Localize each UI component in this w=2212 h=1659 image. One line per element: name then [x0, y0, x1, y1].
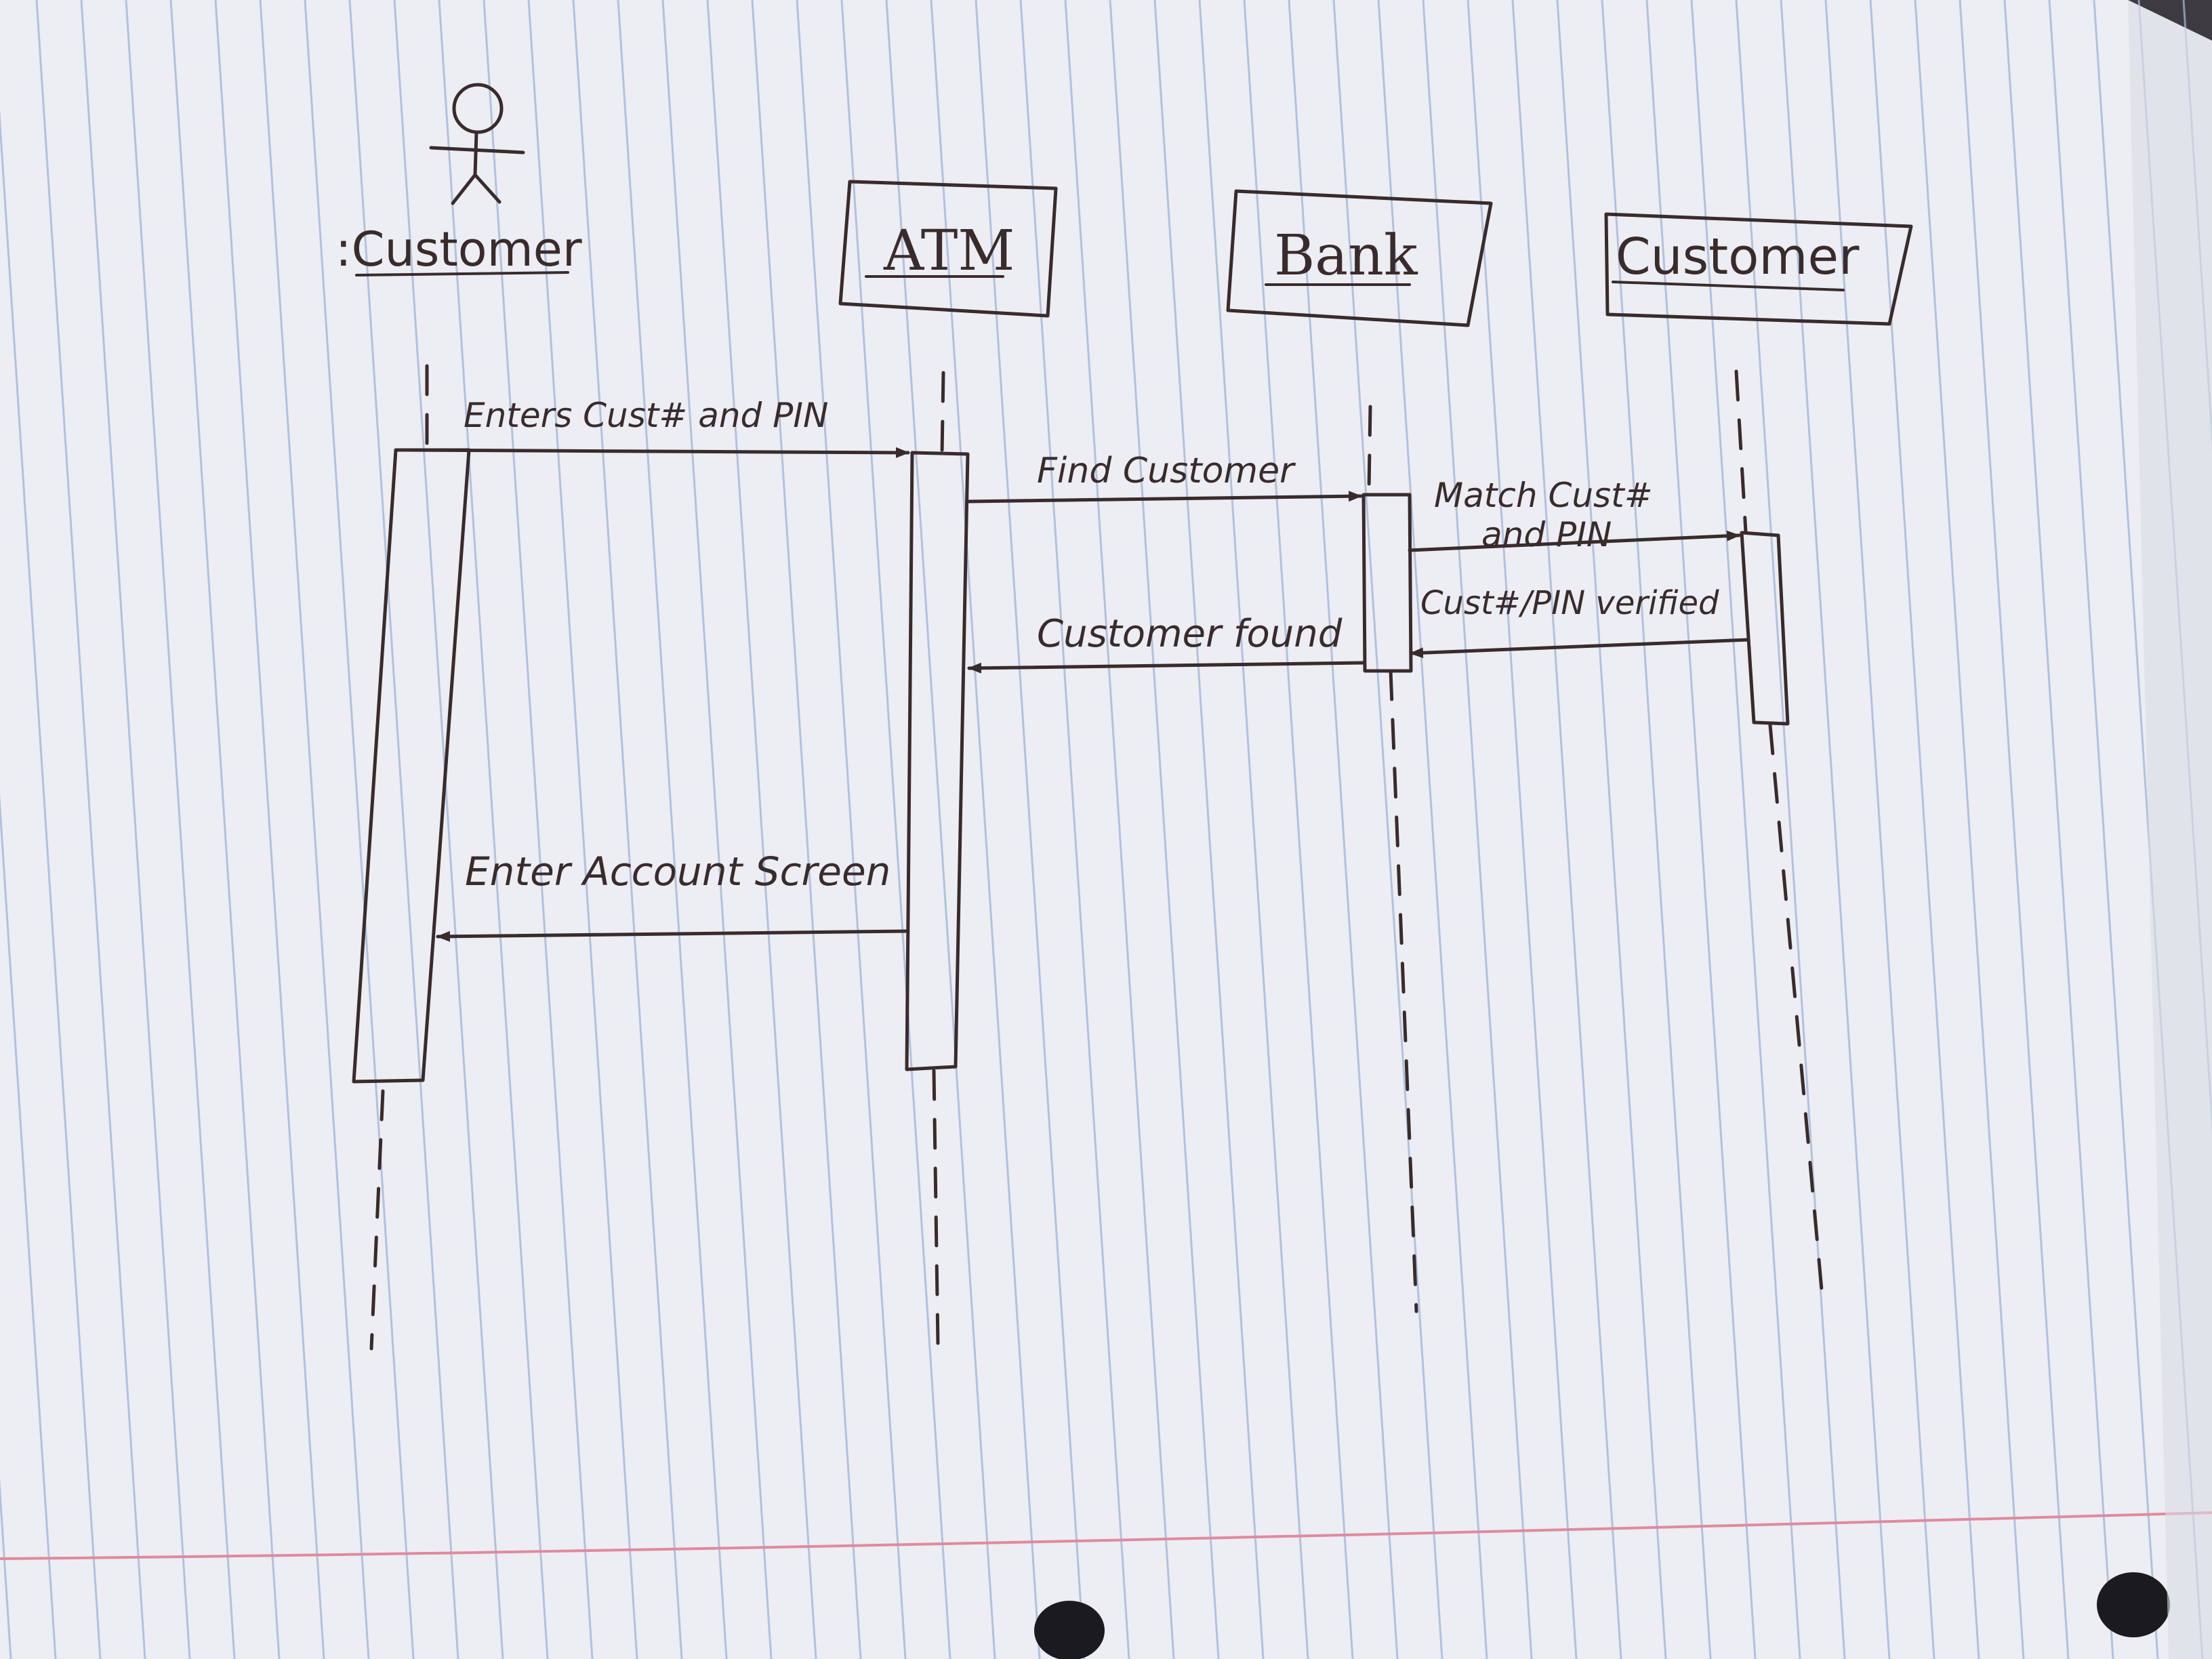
ruled-line	[0, 108, 102, 1659]
lifeline-customer-object	[1734, 369, 1825, 1307]
message-arrow	[436, 929, 910, 942]
ruled-line	[1511, 0, 1622, 1659]
ruled-line	[1690, 0, 1801, 1659]
ruled-line	[572, 0, 683, 1659]
message-find-customer: Find Customer	[966, 451, 1363, 504]
ruled-line	[1332, 0, 1443, 1659]
underline	[355, 271, 569, 276]
ruled-line	[706, 0, 817, 1659]
ruled-line	[1914, 0, 2025, 1659]
lifeline-customer-actor	[369, 364, 429, 1351]
ruled-line	[1959, 0, 2070, 1659]
ruled-line	[169, 0, 281, 1659]
ruled-line	[0, 793, 57, 1659]
message-label: Cust#/PIN verified	[1420, 584, 1719, 622]
message-cust-pin-verified: Cust#/PIN verified	[1409, 584, 1750, 659]
ruled-line	[1109, 0, 1220, 1659]
message-label-line1: Match Cust#	[1434, 476, 1653, 515]
ruled-line	[1243, 0, 1354, 1659]
message-enters-cust-pin: Enters Cust# and PIN	[402, 396, 910, 458]
ruled-line	[1153, 0, 1265, 1659]
activation-bar-atm	[905, 451, 970, 1071]
underline	[1612, 281, 1845, 291]
object-box	[1604, 212, 1913, 326]
message-arrow	[1409, 638, 1750, 659]
ruled-line	[1467, 0, 1578, 1659]
message-customer-found: Customer found	[967, 612, 1366, 674]
binder-hole	[1034, 1601, 1105, 1659]
ruled-line	[1064, 0, 1175, 1659]
margin-line	[0, 1511, 2212, 1560]
participant-bank: Bank	[1226, 189, 1493, 327]
ruled-line	[393, 0, 504, 1659]
ruled-line	[1780, 0, 1891, 1659]
ruled-line	[80, 0, 191, 1659]
ruled-line	[617, 0, 728, 1659]
message-arrow	[966, 491, 1363, 504]
ruled-line	[751, 0, 862, 1659]
binder-hole	[2097, 1572, 2170, 1637]
ruled-line	[1198, 0, 1309, 1659]
activation-bar-customer-object	[1740, 531, 1790, 726]
ruled-line	[125, 0, 236, 1659]
ruled-line	[1422, 0, 1533, 1659]
ruled-line	[1019, 0, 1130, 1659]
ruled-line	[1556, 0, 1667, 1659]
object-box	[1226, 189, 1493, 327]
ruled-line	[259, 0, 370, 1659]
message-label: Customer found	[1037, 612, 1343, 656]
ruled-line	[1601, 0, 1712, 1659]
activation-bar-bank	[1361, 493, 1413, 673]
ruled-line	[1377, 0, 1488, 1659]
ruled-line	[438, 0, 549, 1659]
lifeline-atm	[932, 371, 945, 1347]
object-box	[838, 180, 1058, 318]
ruled-line	[1288, 0, 1399, 1659]
ruled-line	[1645, 0, 1757, 1659]
ruled-line	[304, 0, 415, 1659]
ruled-line	[840, 0, 951, 1659]
stick-figure-icon	[429, 83, 525, 205]
ruled-line	[2003, 0, 2114, 1659]
ruled-line	[35, 0, 146, 1659]
ruled-line	[1824, 0, 1936, 1659]
message-label-line2: and PIN	[1481, 515, 1612, 554]
participant-label: :Customer	[335, 222, 582, 277]
message-arrow	[402, 447, 910, 458]
message-arrow	[967, 661, 1366, 674]
message-enter-account-screen: Enter Account Screen	[436, 848, 910, 942]
message-match-cust-pin: Match Cust# and PIN	[1408, 476, 1741, 554]
participant-atm: ATM	[838, 180, 1058, 318]
participant-customer-object: Customer	[1604, 212, 1913, 326]
message-label: Enter Account Screen	[465, 848, 890, 895]
ruled-line	[1869, 0, 1980, 1659]
participant-label: ATM	[883, 219, 1015, 283]
ruled-line	[214, 0, 325, 1659]
ruled-line	[661, 0, 773, 1659]
participant-customer-actor: :Customer	[335, 83, 582, 277]
message-label: Enters Cust# and PIN	[464, 396, 828, 435]
participant-label: Customer	[1616, 228, 1860, 286]
paper-shadow	[2128, 0, 2212, 1659]
ruled-line	[483, 0, 594, 1659]
ruled-line	[2048, 0, 2159, 1659]
message-arrow	[1408, 530, 1741, 552]
ruled-line	[348, 0, 459, 1659]
ruled-line	[796, 0, 907, 1659]
ruled-line	[527, 0, 638, 1659]
ruled-line	[1735, 0, 1846, 1659]
message-label: Find Customer	[1037, 451, 1296, 491]
participant-label: Bank	[1274, 224, 1418, 288]
lifeline-bank	[1367, 405, 1418, 1313]
